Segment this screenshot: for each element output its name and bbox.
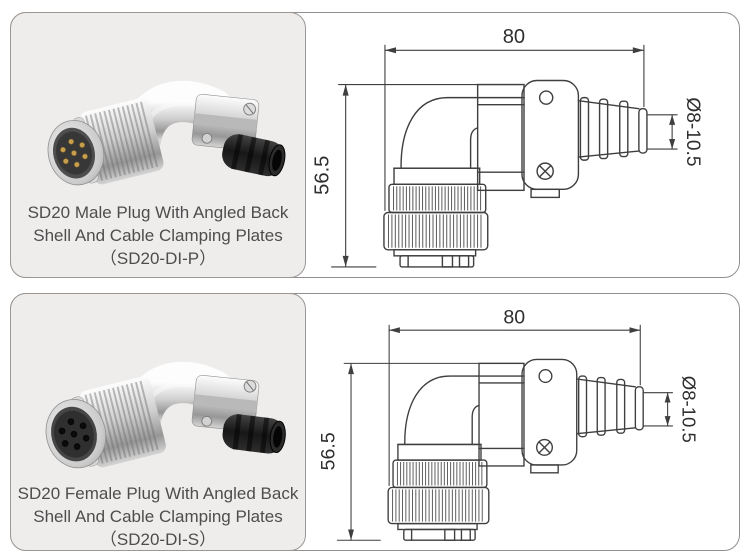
dim-cable-label: Ø8-10.5 xyxy=(678,376,699,443)
dim-width-label: 80 xyxy=(503,26,525,48)
product-card-male: SD20 Male Plug With Angled Back Shell An… xyxy=(10,12,740,278)
female-plug-photo-illustration xyxy=(45,361,286,469)
product-caption-female: SD20 Female Plug With Angled Back Shell … xyxy=(18,482,299,551)
knurled-head xyxy=(47,98,164,186)
female-plug-body xyxy=(45,361,286,469)
photo-panel-female: SD20 Female Plug With Angled Back Shell … xyxy=(10,293,306,551)
female-sockets xyxy=(58,418,90,450)
caption-line: Shell And Cable Clamping Plates xyxy=(33,226,283,245)
caption-line-model: （SD20-DI-P） xyxy=(99,249,217,268)
product-card-female: SD20 Female Plug With Angled Back Shell … xyxy=(10,293,740,551)
caption-line-model: （SD20-DI-S） xyxy=(99,530,217,549)
male-plug-body xyxy=(47,80,286,186)
dim-cable-label: Ø8-10.5 xyxy=(682,97,703,166)
connector-outline xyxy=(388,359,643,540)
rubber-hose-barb xyxy=(222,133,286,177)
rubber-hose-barb xyxy=(222,414,286,454)
caption-line: SD20 Female Plug With Angled Back xyxy=(17,484,299,503)
caption-line: SD20 Male Plug With Angled Back xyxy=(27,203,289,222)
technical-drawing-area-female: 80 56.5 Ø8-10.5 xyxy=(311,294,735,550)
knurled-head xyxy=(45,376,166,469)
photo-panel-male: SD20 Male Plug With Angled Back Shell An… xyxy=(10,12,306,278)
dim-height-label: 56.5 xyxy=(312,156,334,195)
connector-outline xyxy=(384,81,647,267)
male-plug-photo-illustration xyxy=(47,80,286,186)
technical-drawing-male: 80 56.5 Ø8-10.5 xyxy=(312,26,703,277)
caption-line: Shell And Cable Clamping Plates xyxy=(33,507,283,526)
male-pins xyxy=(60,138,88,168)
dim-height-label: 56.5 xyxy=(317,432,339,470)
dim-width-label: 80 xyxy=(503,306,525,328)
technical-drawing-area-male: 80 56.5 Ø8-10.5 xyxy=(311,13,735,277)
product-caption-male: SD20 Male Plug With Angled Back Shell An… xyxy=(28,201,289,270)
technical-drawing-female: 80 56.5 Ø8-10.5 xyxy=(317,306,699,550)
